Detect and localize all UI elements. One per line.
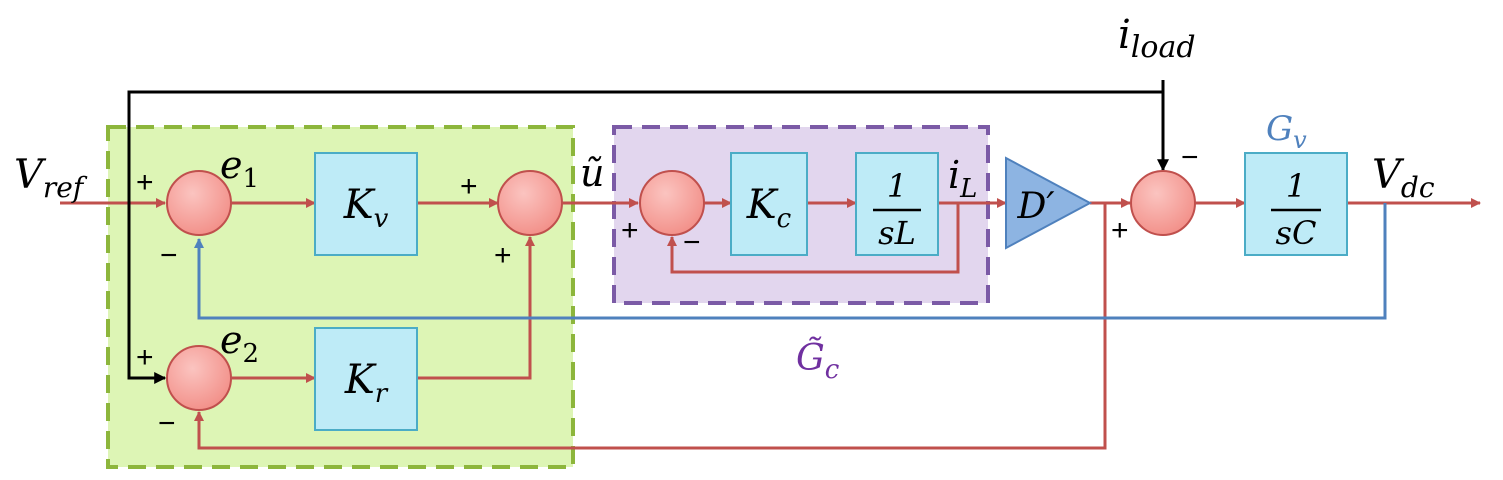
il-label: iL bbox=[948, 153, 977, 204]
summer-e2 bbox=[166, 345, 232, 411]
u-tilde-label: ũ bbox=[580, 151, 604, 195]
block-inductor bbox=[855, 152, 939, 256]
gv-label: Gv bbox=[1266, 109, 1307, 154]
kv-label: Kv bbox=[343, 182, 389, 234]
block-kv bbox=[314, 152, 418, 256]
dprime-feedback-line bbox=[194, 203, 1107, 450]
il-feedback-line bbox=[667, 203, 960, 274]
block-kr bbox=[314, 327, 418, 431]
kr-out-line bbox=[417, 236, 535, 380]
kc-label: Kc bbox=[746, 182, 792, 234]
sign-minus-current: − bbox=[683, 226, 701, 259]
capacitor-denominator: sC bbox=[1276, 214, 1317, 252]
block-kc bbox=[730, 152, 808, 256]
duty-gain-label: D′ bbox=[1016, 186, 1054, 227]
inductor-denominator: sL bbox=[878, 214, 916, 252]
sign-plus-e1: + bbox=[136, 166, 154, 199]
e1-label: e1 bbox=[220, 143, 259, 194]
vref-label: Vref bbox=[14, 152, 88, 204]
sign-minus-e1: − bbox=[160, 239, 178, 272]
vdc-feedback-line bbox=[194, 203, 1387, 320]
block-capacitor bbox=[1244, 152, 1348, 256]
vdc-label: Vdc bbox=[1372, 152, 1435, 204]
summer-e1 bbox=[166, 170, 232, 236]
sign-plus-load: + bbox=[1111, 214, 1129, 247]
sign-minus-load: − bbox=[1181, 141, 1199, 174]
iload-feed-line bbox=[127, 90, 1163, 384]
sign-minus-e2: − bbox=[158, 407, 176, 440]
summer-load bbox=[1130, 170, 1196, 236]
summer-u bbox=[497, 170, 563, 236]
duty-gain-triangle bbox=[1005, 156, 1093, 250]
sign-plus-u-bottom: + bbox=[494, 239, 512, 272]
inductor-numerator: 1 bbox=[887, 167, 907, 205]
sign-plus-u-top: + bbox=[460, 170, 478, 203]
kr-label: Kr bbox=[344, 357, 389, 409]
gc-tilde-label: G̃c bbox=[796, 337, 840, 385]
capacitor-numerator: 1 bbox=[1286, 167, 1306, 205]
sign-plus-current: + bbox=[621, 214, 639, 247]
iload-label: iload bbox=[1118, 12, 1196, 65]
sign-plus-e2: + bbox=[136, 341, 154, 374]
summer-current bbox=[639, 170, 705, 236]
e2-label: e2 bbox=[220, 318, 259, 369]
